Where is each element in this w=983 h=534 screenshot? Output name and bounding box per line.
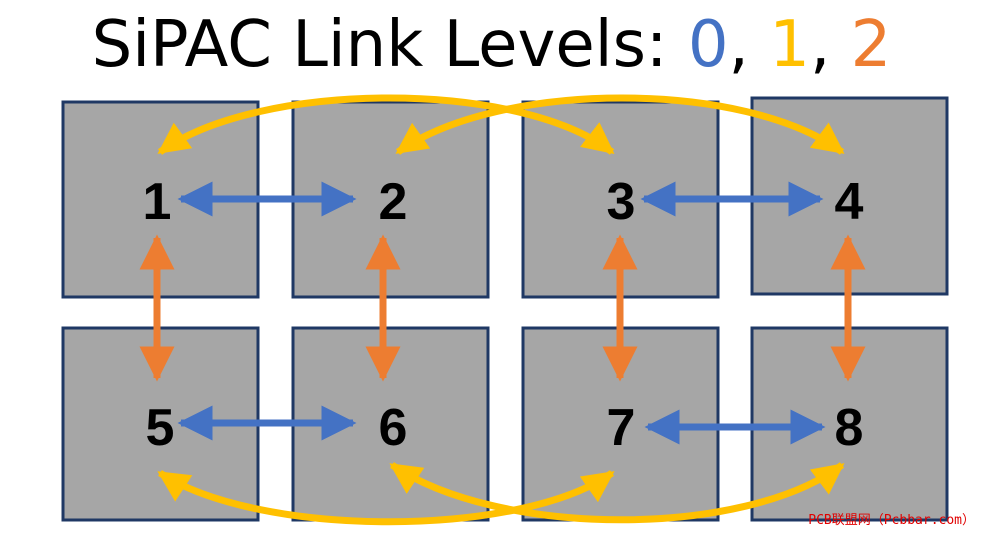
level-0-links xyxy=(177,181,826,445)
diagram-title: SiPAC Link Levels: 0, 1, 2 xyxy=(0,2,983,88)
node-label-3: 3 xyxy=(607,173,636,231)
title-text: SiPAC Link Levels: xyxy=(91,8,668,82)
node-boxes xyxy=(61,96,949,522)
node-labels: 1 2 3 4 5 6 7 8 xyxy=(143,173,864,457)
title-comma-2: , xyxy=(809,8,831,82)
node-label-5: 5 xyxy=(146,399,175,457)
node-label-6: 6 xyxy=(379,399,408,457)
node-label-8: 8 xyxy=(835,399,864,457)
level-2-label: 2 xyxy=(850,8,892,82)
link-6-8 xyxy=(389,462,845,524)
node-label-2: 2 xyxy=(379,173,408,231)
level-1-links xyxy=(157,94,845,526)
level-0-label: 0 xyxy=(687,8,729,82)
level-1-label: 1 xyxy=(769,8,810,82)
level-2-links xyxy=(139,234,866,382)
node-label-7: 7 xyxy=(607,399,636,457)
node-label-4: 4 xyxy=(835,173,864,231)
link-5-7 xyxy=(157,470,615,526)
link-2-4 xyxy=(395,94,845,155)
node-label-1: 1 xyxy=(143,173,172,231)
title-comma-1: , xyxy=(728,8,749,82)
watermark: PCB联盟网（Pcbbar.com） xyxy=(808,513,975,528)
